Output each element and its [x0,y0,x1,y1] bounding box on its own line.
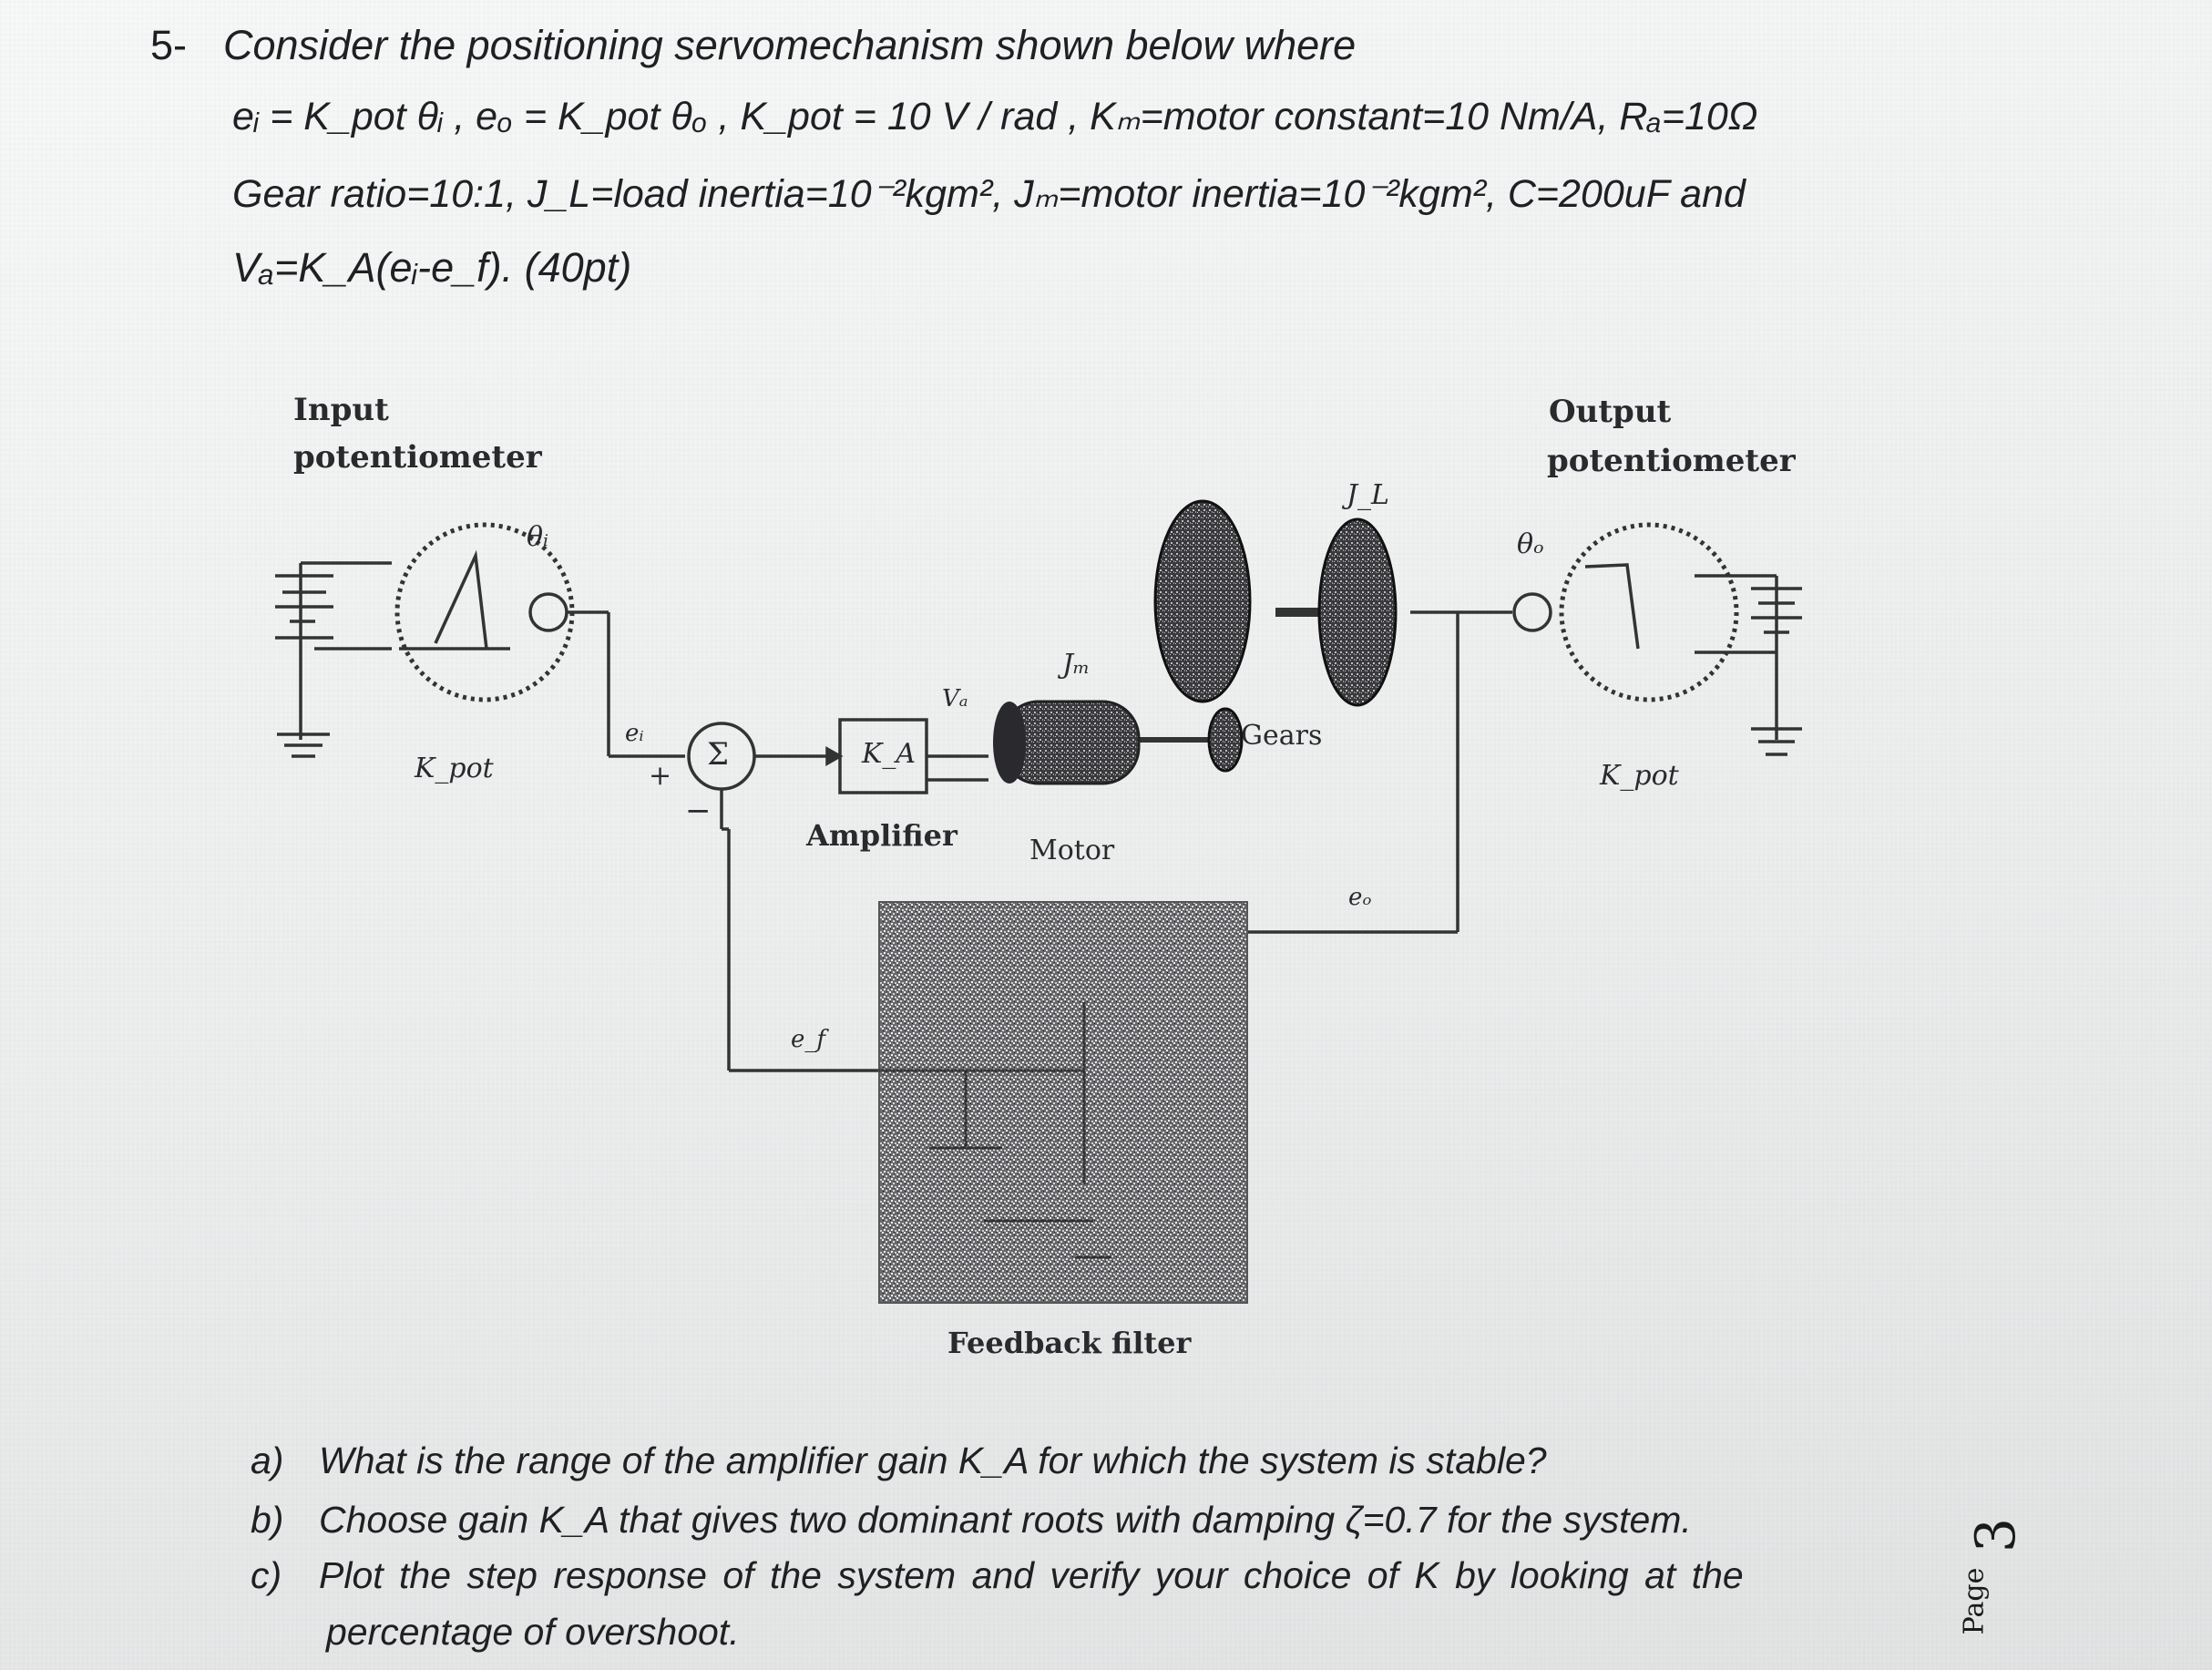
problem-intro: Consider the positioning servomechanism … [223,22,1357,68]
input-pot-label-line2: potentiometer [293,439,542,476]
motor-label: Motor [1029,835,1115,866]
theta-o-symbol: θₒ [1517,528,1544,560]
input-potentiometer [394,522,685,758]
ka-gain-label: K_A [862,738,917,770]
page-digit: 3 [1964,1517,2029,1553]
ei-signal-label: eᵢ [625,720,644,747]
sigma-symbol: Σ [707,736,730,773]
summing-junction [687,722,844,831]
input-pot-label-line1: Input [293,392,389,428]
motor-body [993,700,1141,785]
question-b-text: Choose gain K_A that gives two dominant … [319,1499,1692,1541]
input-ground-symbol [275,561,392,758]
output-potentiometer [1512,522,1777,702]
ef-signal-label: e_f [791,1026,826,1053]
question-b-label: b) [251,1499,284,1541]
gears [1153,499,1252,773]
problem-voltage-line: Vₐ=K_A(eᵢ-e_f). (40pt) [232,244,632,291]
feedback-filter-label: Feedback filter [947,1326,1192,1360]
eo-signal-label: eₒ [1348,884,1372,911]
feedback-filter-block [878,901,1248,1304]
question-a-text: What is the range of the amplifier gain … [319,1439,1547,1481]
page-number: Page 3 [1958,1518,2032,1658]
amplifier-block [838,718,988,794]
question-a-label: a) [251,1439,284,1481]
plus-sign: + [649,760,672,792]
output-pot-label-line1: Output [1549,394,1672,430]
output-pot-label-line2: potentiometer [1547,443,1796,479]
amplifier-label: Amplifier [806,818,958,853]
question-c-label: c) [251,1554,282,1596]
page-word: Page [1958,1567,1991,1635]
theta-i-symbol: θᵢ [527,521,549,553]
problem-number: 5- [150,22,188,68]
jm-inertia-label: Jₘ [1062,649,1091,681]
jl-inertia-label: J_L [1347,479,1389,511]
va-signal-label: Vₐ [942,685,968,712]
minus-sign: − [685,793,712,829]
problem-given-line: eᵢ = K_pot θᵢ , eₒ = K_pot θₒ , K_pot = … [232,95,1758,138]
kpot-left-label: K_pot [415,753,494,784]
gears-label: Gears [1241,720,1323,752]
question-c-text: Plot the step response of the system and… [319,1554,1744,1596]
load-inertia-disk [1317,517,1398,707]
problem-gear-line: Gear ratio=10:1, J_L=load inertia=10⁻²kg… [232,172,1746,216]
question-c-continuation: percentage of overshoot. [326,1611,740,1653]
kpot-right-label: K_pot [1600,760,1679,792]
feedback-wiring [727,610,1512,1072]
output-ground-symbol [1751,576,1802,756]
